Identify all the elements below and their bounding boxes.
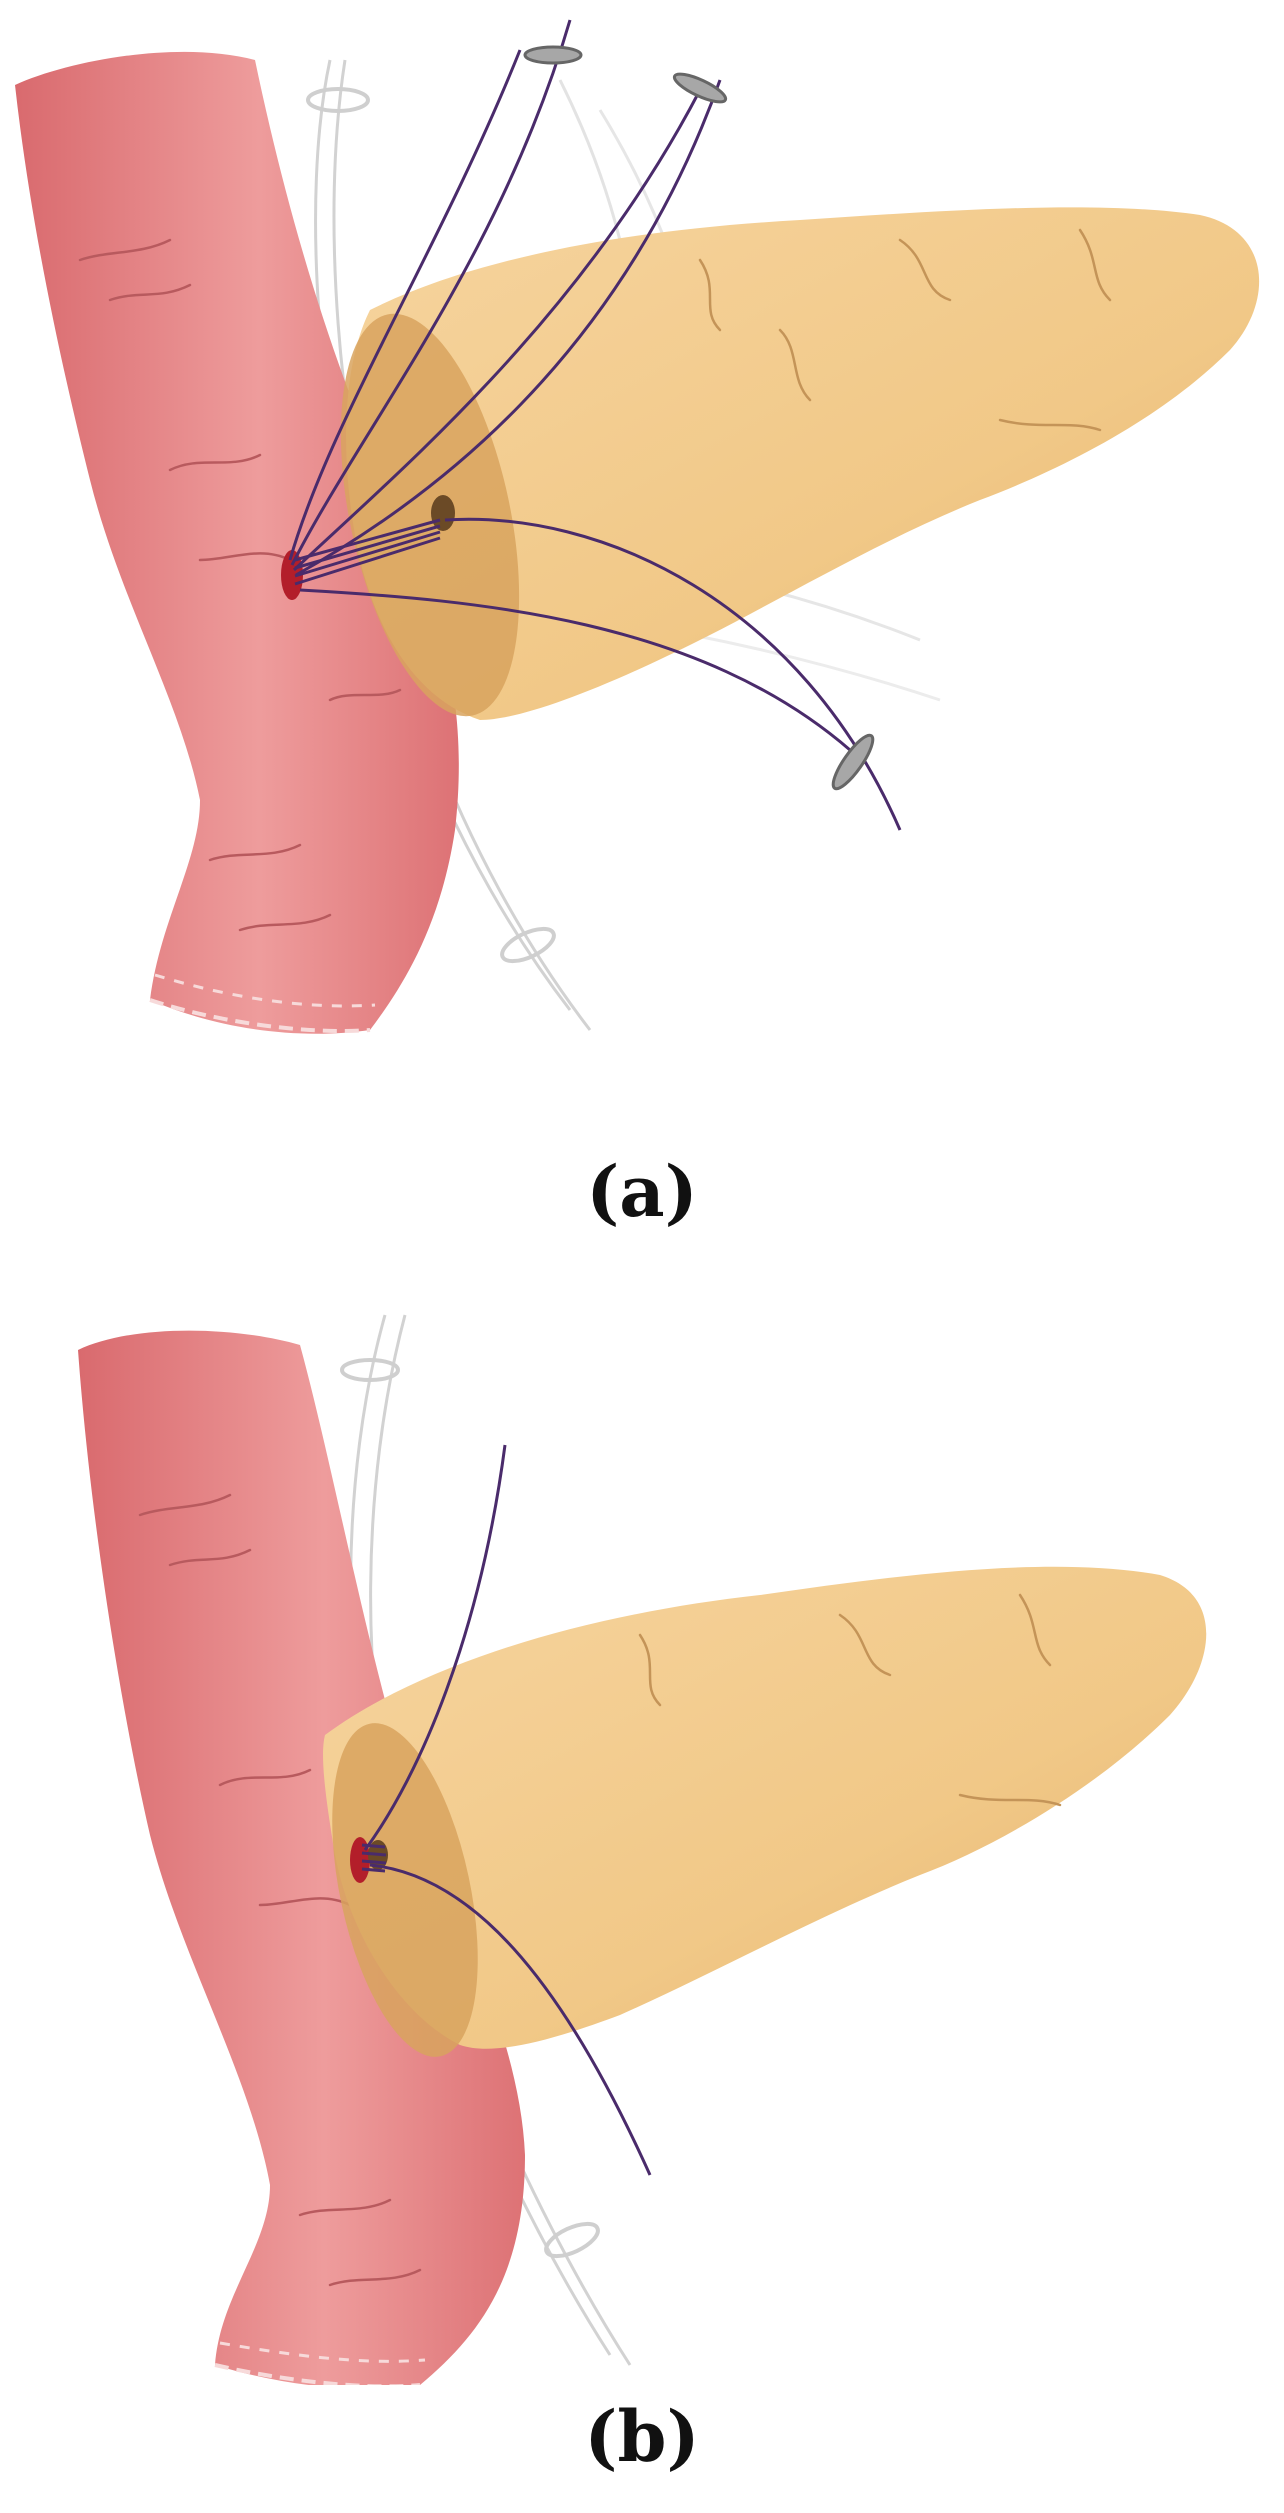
pancreas-a [340,207,1260,720]
illustration-b [78,1314,1207,2385]
sutures-b [361,1444,652,2176]
ghost-needle-top-icon [306,87,370,113]
panel-a: (a) [0,0,1284,1255]
needle-icons-a [523,45,875,791]
panel-label-b: (b) [584,2395,700,2478]
illustration-a [15,19,1260,1034]
ghost-needle-bottom-icon [500,926,556,964]
intestine-a [15,51,459,1034]
sutures-a [288,19,902,831]
ghost-needle-top-icon [340,1358,400,1382]
intestinal-opening-a [281,550,303,600]
pancreas-cut-surface-a [340,313,520,717]
intestine-b [78,1330,525,2385]
ghost-needle-bottom-icon [544,2221,600,2259]
pancreas-cut-surface-b [332,1723,478,2057]
panel-label-a: (a) [586,1150,698,1233]
panel-b: (b) [0,1255,1284,2513]
pancreas-b [323,1566,1207,2057]
pancreatic-duct-opening-a [431,495,455,531]
